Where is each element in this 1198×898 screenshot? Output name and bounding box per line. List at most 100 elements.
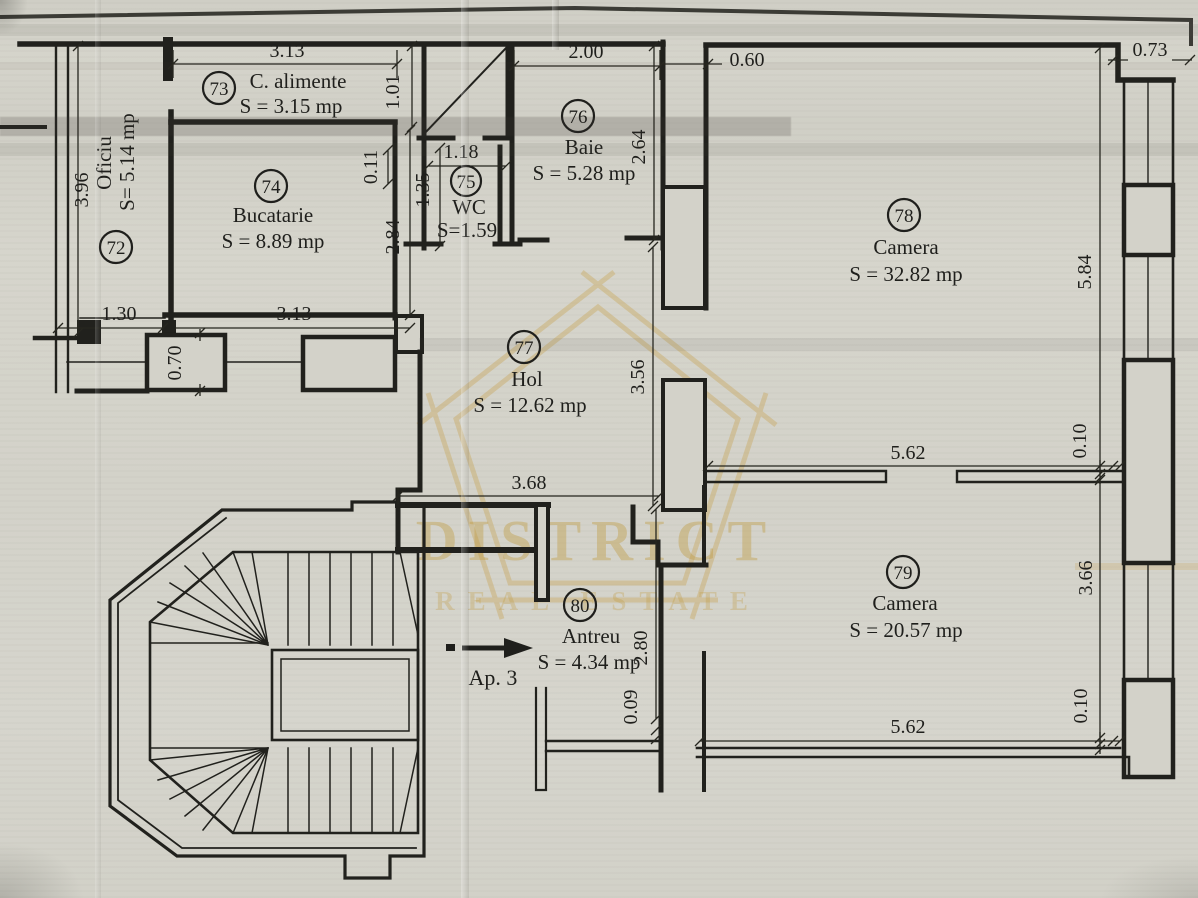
dim-wall-gap-top: 0.10	[1069, 424, 1091, 459]
wall-antreu-left	[534, 686, 548, 792]
room-number-circle	[449, 164, 483, 198]
room-name: Antreu	[562, 624, 621, 648]
watermark: DISTRICT REAL ESTATE	[416, 270, 1198, 620]
room-area: S = 4.34 mp	[538, 650, 641, 674]
dim-recess-width: 0.60	[730, 49, 765, 71]
dim-bucatarie-width: 3.13	[277, 303, 312, 325]
stair-landing-inner	[280, 658, 410, 732]
room-area: S=1.59	[437, 218, 497, 242]
room-area: S = 3.15 mp	[240, 94, 343, 118]
arrow-dash	[446, 644, 455, 651]
wall-pier-right-2	[1121, 357, 1176, 566]
stair-flight-box	[148, 550, 420, 835]
room-area: S = 12.62 mp	[473, 393, 586, 417]
wall-block-lower	[661, 378, 707, 512]
wall-baie	[509, 39, 666, 251]
wall-shaft	[416, 42, 511, 141]
room-number: 74	[262, 177, 282, 198]
wall-camera-divider	[704, 469, 1126, 484]
room-number-circle	[506, 329, 542, 365]
staircase	[108, 500, 426, 880]
dim-camera78-width: 5.62	[891, 442, 926, 464]
room-number-circle	[886, 197, 922, 233]
room-number: 80	[571, 596, 590, 617]
room-name: Camera	[872, 591, 938, 615]
dim-hol-width: 3.68	[512, 472, 547, 494]
watermark-title: DISTRICT	[416, 508, 776, 573]
watermark-subtitle: REAL ESTATE	[435, 586, 761, 616]
room-name: Hol	[511, 367, 543, 391]
wall-antreu-bottom	[544, 739, 663, 753]
dim-bucatarie-height: 2.84	[382, 220, 404, 255]
dim-oficiu-height: 3.96	[71, 173, 93, 208]
wall-hol-antreu-jamb	[630, 504, 709, 568]
room-number-circle	[201, 70, 237, 106]
room-name: Oficiu	[92, 136, 116, 190]
room-area: S = 32.82 mp	[849, 262, 962, 286]
room-antreu: 80 Antreu S = 4.34 mp	[538, 587, 641, 674]
room-number: 78	[895, 206, 914, 227]
dimension-lines	[52, 40, 1196, 756]
room-wc: 75 WC S=1.59	[437, 164, 497, 242]
room-camera79: 79 Camera S = 20.57 mp	[849, 554, 963, 642]
room-area: S = 8.89 mp	[222, 229, 325, 253]
dim-baie-width: 2.00	[569, 41, 604, 63]
room-number-circle	[562, 587, 598, 623]
wall-camera79-bottom	[695, 746, 1175, 779]
stair-treads	[149, 551, 419, 834]
dim-storage-width: 3.13	[270, 40, 305, 62]
room-area: S = 5.28 mp	[533, 161, 636, 185]
room-name: C. alimente	[250, 69, 347, 93]
room-number-circle	[253, 168, 289, 204]
wall-left-exterior	[54, 42, 70, 394]
room-number: 75	[457, 172, 476, 193]
dimension-labels: 3.13 1.01 3.96 2.84 0.11 1.35 1.18 2.00 …	[71, 39, 1168, 738]
room-number: 79	[894, 563, 913, 584]
dim-wc-height: 1.35	[412, 173, 434, 208]
room-hol: 77 Hol S = 12.62 mp	[473, 329, 587, 417]
shaft-diagonal	[422, 46, 508, 136]
dim-sill-offset: 0.09	[620, 690, 642, 725]
dim-camera79-height: 3.66	[1075, 561, 1097, 596]
dim-camera78-height: 5.84	[1074, 255, 1096, 290]
entrance-marker: Ap. 3	[446, 638, 533, 690]
room-oficiu: 72 Oficiu S= 5.14 mp	[92, 113, 139, 265]
dim-antreu-height: 2.80	[630, 631, 652, 666]
pier-small-1	[77, 320, 101, 344]
room-number: 77	[515, 338, 534, 359]
stair-enclosure-inner	[117, 516, 417, 849]
dim-wall-gap-bottom: 0.10	[1070, 689, 1092, 724]
wall-wc	[403, 135, 523, 251]
room-bucatarie: 74 Bucatarie S = 8.89 mp	[222, 168, 325, 253]
room-area: S= 5.14 mp	[115, 113, 139, 211]
dim-door-opening: 1.30	[102, 303, 137, 325]
room-number-circle	[98, 229, 134, 265]
scan-edge-line	[0, 5, 1193, 46]
dim-hol-height: 3.56	[627, 360, 649, 395]
pier-block-2	[300, 334, 398, 393]
arrow-head-icon	[504, 638, 533, 658]
wall-pier-right-1	[1121, 182, 1176, 258]
pier-block-1	[144, 332, 228, 393]
stair-landing	[270, 648, 420, 742]
watermark-pentagon-icon	[416, 270, 778, 620]
pier-hol-left	[394, 314, 424, 354]
room-number: 76	[569, 107, 588, 128]
room-number-circle	[560, 98, 596, 134]
room-camera78: 78 Camera S = 32.82 mp	[849, 197, 963, 286]
wall-pier-right-3	[1121, 677, 1176, 780]
dim-baie-height: 2.64	[628, 130, 650, 165]
room-name: Baie	[565, 135, 603, 159]
room-name: Bucatarie	[233, 203, 313, 227]
room-name: WC	[452, 195, 486, 219]
dim-pier-width: 0.70	[164, 346, 186, 381]
room-c-alimente: 73 C. alimente S = 3.15 mp	[201, 69, 347, 118]
apartment-label: Ap. 3	[469, 665, 518, 690]
dim-corner-offset: 0.73	[1133, 39, 1168, 61]
room-number: 73	[210, 79, 229, 100]
dim-wc-width: 1.18	[444, 141, 479, 163]
stair-enclosure-outer	[108, 500, 426, 880]
room-baie: 76 Baie S = 5.28 mp	[533, 98, 636, 185]
